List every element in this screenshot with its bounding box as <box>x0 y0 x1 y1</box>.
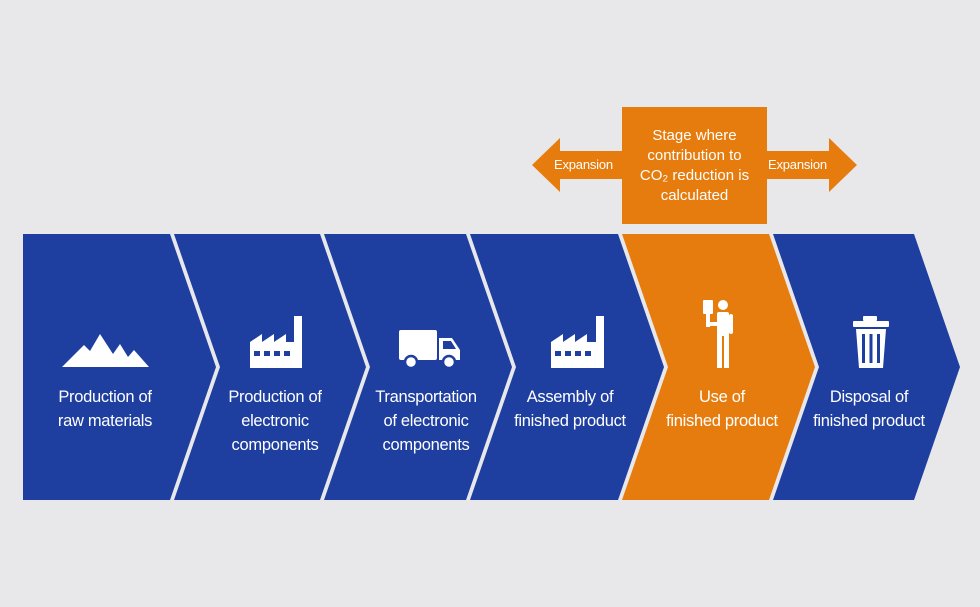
stage-label-use: Use of finished product <box>666 388 778 430</box>
expansion-left-arrow <box>532 138 622 192</box>
person-with-device-icon <box>703 300 733 368</box>
stage-label-disposal: Disposal of finished product <box>813 388 925 430</box>
expansion-left-label: Expansion <box>554 157 613 172</box>
stage-chevron-3 <box>324 234 512 500</box>
stage-label-electronic-components: Production of electronic components <box>228 388 322 454</box>
stage-label-transportation: Transportation of electronic components <box>375 388 477 454</box>
stage-label-assembly: Assembly of finished product <box>514 388 626 430</box>
stage-label-raw-materials: Production of raw materials <box>57 388 153 430</box>
expansion-right-label: Expansion <box>768 157 827 172</box>
expansion-right-arrow <box>767 138 857 192</box>
truck-icon <box>399 330 460 370</box>
co2-calculation-callout: Stage where contribution to CO₂ reductio… <box>622 107 767 224</box>
mountains-icon <box>62 334 149 367</box>
trash-bin-icon <box>853 316 889 368</box>
factory-icon <box>250 316 302 368</box>
factory-icon <box>551 316 604 368</box>
